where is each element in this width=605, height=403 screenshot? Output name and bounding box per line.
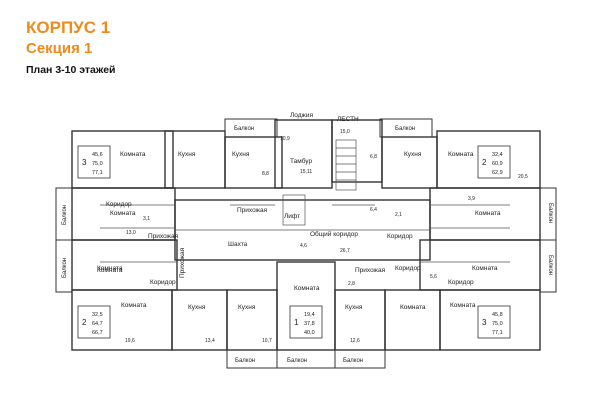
balcony-label: Балкон	[62, 258, 68, 278]
balcony-label: Балкон	[235, 358, 255, 364]
dim-label: 6,8	[370, 154, 377, 160]
room-label: Комната	[472, 265, 498, 272]
svg-text:2: 2	[482, 158, 487, 167]
svg-text:66,7: 66,7	[92, 330, 103, 336]
inner-walls	[100, 139, 510, 263]
room-labels: Комната Комната Кухня Кухня Тамбур Лоджи…	[97, 112, 501, 311]
room-label: Тамбур	[290, 157, 312, 165]
apartment-tag: 1 19,4 37,8 40,0	[289, 305, 323, 339]
dim-label: 2,8	[348, 281, 355, 287]
room-label: Коридор	[395, 265, 421, 272]
svg-text:19,4: 19,4	[304, 312, 315, 318]
room-label: Прихожая	[355, 267, 386, 274]
svg-text:60,9: 60,9	[492, 161, 503, 167]
room-label: Кухня	[404, 151, 422, 158]
svg-text:3: 3	[482, 318, 487, 327]
room-label: Комната	[450, 302, 476, 309]
room-label: Комната	[110, 210, 136, 217]
balcony-label: Балкон	[547, 203, 553, 223]
svg-text:62,9: 62,9	[492, 170, 503, 176]
svg-text:77,1: 77,1	[92, 170, 103, 176]
dim-label: 6,4	[370, 207, 377, 213]
dimension-labels: 10,9 15,0 6,8 8,8 15,11 6,4 4,6 10,7 2,1…	[125, 129, 528, 344]
balcony-label: Балкон	[62, 205, 68, 225]
dim-label: 15,11	[300, 169, 312, 175]
svg-text:75,0: 75,0	[492, 321, 503, 327]
room-label: ЛЕСТН	[337, 116, 359, 123]
room-label: Комната	[97, 265, 123, 272]
room-label: Коридор	[448, 279, 474, 286]
room-label: Комната	[97, 267, 123, 274]
svg-text:75,0: 75,0	[92, 161, 103, 167]
apartment-tags: 3 45,6 75,0 77,1 2 32,4 60,9 62,9 2 32,5…	[77, 145, 511, 339]
room-label: Коридор	[106, 201, 132, 208]
svg-text:32,4: 32,4	[492, 152, 503, 158]
room-label: Прихожая	[237, 207, 268, 214]
dim-label: 12,6	[350, 338, 360, 344]
balcony-label: Балкон	[343, 358, 363, 364]
room-label: Общий коридор	[310, 230, 358, 238]
section-title: Секция 1	[26, 40, 93, 57]
balcony-label: Балкон	[287, 358, 307, 364]
dim-label: 26,7	[340, 248, 350, 254]
building-title: КОРПУС 1	[26, 18, 111, 37]
svg-text:1: 1	[294, 318, 299, 327]
balcony-label: Балкон	[547, 255, 553, 275]
dim-label: 13,0	[126, 230, 136, 236]
dim-label: 15,0	[340, 129, 350, 135]
room-label: Кухня	[238, 304, 256, 311]
dim-label: 10,9	[280, 136, 290, 142]
svg-text:37,8: 37,8	[304, 321, 315, 327]
room-label: Прихожая	[148, 233, 179, 240]
room-label: Лифт	[284, 213, 300, 220]
svg-text:40,0: 40,0	[304, 330, 315, 336]
room-label: Комната	[120, 151, 146, 158]
dim-label: 5,6	[430, 274, 437, 280]
apartment-tag: 2 32,5 64,7 66,7	[77, 305, 111, 339]
room-label: Коридор	[150, 279, 176, 286]
room-label: Коридор	[387, 233, 413, 240]
dim-label: 2,1	[395, 212, 402, 218]
dim-label: 4,6	[300, 243, 307, 249]
room-label: Лоджия	[290, 112, 314, 119]
room-label: Кухня	[232, 151, 250, 158]
apartment-tag: 3 45,8 75,0 77,1	[477, 305, 511, 339]
room-label: Кухня	[188, 304, 206, 311]
room-label: Прихожая	[179, 247, 186, 278]
room-label: Комната	[475, 210, 501, 217]
svg-text:2: 2	[82, 318, 87, 327]
svg-text:64,7: 64,7	[92, 321, 103, 327]
dim-label: 20,5	[518, 174, 528, 180]
room-label: Кухня	[345, 304, 363, 311]
svg-text:3: 3	[82, 158, 87, 167]
dim-label: 8,8	[262, 171, 269, 177]
dim-label: 3,1	[143, 216, 150, 222]
room-label: Комната	[294, 285, 320, 292]
dim-label: 3,9	[468, 196, 475, 202]
room-label: Шахта	[228, 241, 248, 248]
room-label: Комната	[400, 304, 426, 311]
svg-text:45,6: 45,6	[92, 152, 103, 158]
dim-label: 19,6	[125, 338, 135, 344]
floors-subtitle: План 3-10 этажей	[26, 64, 116, 76]
room-label: Кухня	[178, 151, 196, 158]
svg-text:77,1: 77,1	[492, 330, 503, 336]
balcony-label: Балкон	[234, 126, 254, 132]
svg-text:32,5: 32,5	[92, 312, 103, 318]
balcony-labels: Балкон Балкон Балкон Балкон Балкон Балко…	[62, 126, 553, 364]
room-label: Комната	[448, 151, 474, 158]
dim-label: 13,4	[205, 338, 215, 344]
room-label: Комната	[121, 302, 147, 309]
dim-label: 10,7	[262, 338, 272, 344]
balcony-outlines	[55, 118, 557, 369]
apartment-tag: 3 45,6 75,0 77,1	[77, 145, 111, 179]
apartment-tag: 2 32,4 60,9 62,9	[477, 145, 511, 179]
balcony-label: Балкон	[395, 126, 415, 132]
svg-text:45,8: 45,8	[492, 312, 503, 318]
